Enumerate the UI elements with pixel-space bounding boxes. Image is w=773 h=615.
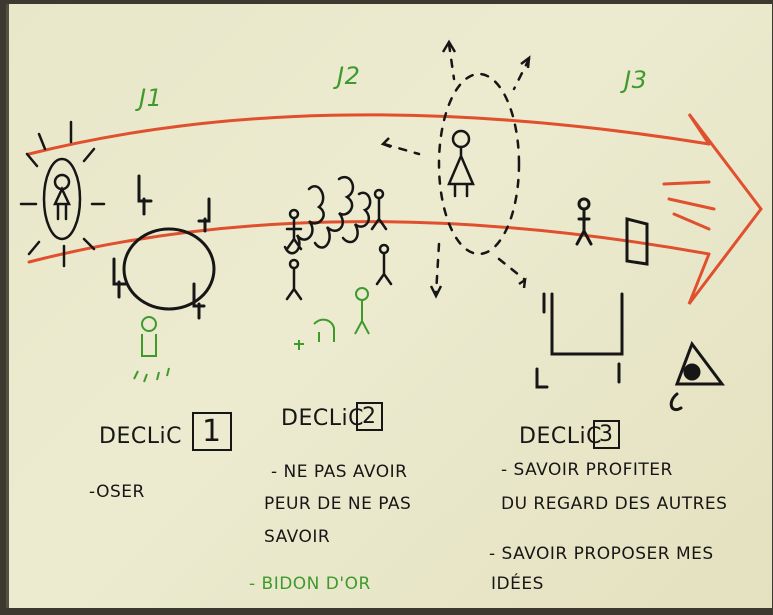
crowd-drawing <box>283 175 393 301</box>
declic-2-bullet-3: SAVOIR <box>264 527 331 547</box>
declic-3-bullet-1: - SAVOIR PROFITER <box>501 460 673 480</box>
radiant-person-drawing <box>19 120 106 268</box>
dotted-ellipse-arrows <box>382 42 531 296</box>
timeline-arrow <box>27 113 763 305</box>
day-label-2: J2 <box>337 62 361 90</box>
arrow-heads <box>380 39 531 299</box>
declic-2-bullet-2: PEUR DE NE PAS <box>264 494 412 514</box>
declic-2-title: DECLiC <box>281 406 364 431</box>
day-label-3: J3 <box>624 66 648 94</box>
drawing-layer <box>19 39 763 411</box>
green-figure-drawing <box>133 316 170 383</box>
declic-3-bullet-3: - SAVOIR PROPOSER MES <box>489 544 714 564</box>
declic-1-bullet-1: -OSER <box>89 482 145 502</box>
eye-drawing <box>669 340 725 411</box>
declic-3-title: DECLiC <box>519 424 602 449</box>
round-table-drawing <box>112 174 216 320</box>
declic-3-bullet-4: IDÉES <box>491 574 544 594</box>
declic-2-extra: - BIDON D'OR <box>249 574 371 594</box>
declic-1-title: DECLiC <box>99 424 182 449</box>
flipchart-paper: J1 J2 J3 DECLiC 1 -OSER DECLiC 2 - NE PA… <box>6 4 772 608</box>
green-family-drawing <box>294 287 370 350</box>
declic-3-bullet-2: DU REGARD DES AUTRES <box>501 494 728 514</box>
declic-3-number: 3 <box>593 420 620 449</box>
declic-2-bullet-1: - NE PAS AVOIR <box>271 462 408 482</box>
declic-1-number: 1 <box>192 412 232 451</box>
central-person-drawing <box>447 129 475 198</box>
square-table-drawing <box>535 197 649 389</box>
declic-2-number: 2 <box>356 402 383 431</box>
day-label-1: J1 <box>139 84 163 112</box>
